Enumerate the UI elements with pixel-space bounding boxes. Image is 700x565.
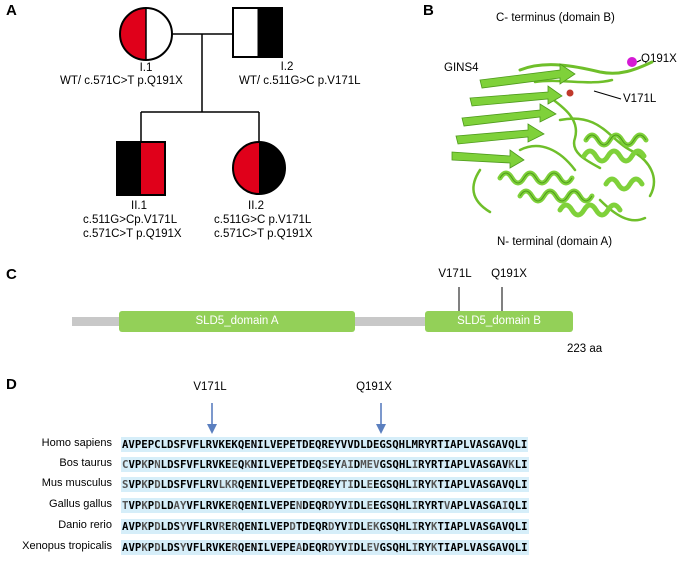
pedigree-i1-symbol (119, 7, 173, 61)
panel-letter-d: D (6, 376, 17, 393)
q191x-residue (627, 57, 637, 67)
species-name: Danio rerio (58, 519, 112, 531)
ii1-genotype-2: c.571C>T p.Q191X (83, 228, 182, 240)
v171l-residue (566, 89, 574, 97)
sequence: TVPKPDLDAYVFLRVKERQENILVEPENDEQRDYVIDLEE… (121, 498, 529, 513)
alignment-row: Danio rerio AVPKPDLDSYVFLRVRERQENILVEPDT… (0, 519, 700, 534)
domain-v171l-label: V171L (438, 268, 472, 280)
species-name: Mus musculus (41, 477, 112, 489)
ii2-genotype-2: c.571C>T p.Q191X (214, 228, 313, 240)
alignment-row: Gallus gallus TVPKPDLDAYVFLRVKERQENILVEP… (0, 498, 700, 513)
domain-a-box (119, 311, 355, 332)
alignment-row: Homo sapiens AVPEPCLDSFVFLRVKEKQENILVEPE… (0, 437, 700, 452)
structure-protein-name: GINS4 (444, 62, 479, 74)
structure-top-label: C- terminus (domain B) (496, 12, 615, 24)
sequence: SVPKPDLDSFVFLRVLKRQENILVEPETDEQREYTIDLEE… (121, 477, 529, 492)
pedigree-ii1-symbol (116, 141, 166, 196)
domain-q191x-label: Q191X (491, 268, 527, 280)
species-name: Xenopus tropicalis (22, 540, 112, 552)
align-q191x-label: Q191X (356, 381, 392, 393)
domain-b-box (425, 311, 573, 332)
protein-length-label: 223 aa (567, 343, 603, 355)
i2-id: I.2 (280, 61, 294, 73)
i1-genotype: WT/ c.571C>T p.Q191X (60, 75, 183, 87)
structure-mut-v171l: V171L (623, 93, 657, 105)
i2-genotype: WT/ c.511G>C p.V171L (239, 75, 361, 87)
panel-letter-b: B (423, 2, 434, 19)
domain-map (72, 287, 573, 332)
ii2-genotype-1: c.511G>C p.V171L (214, 214, 312, 226)
sequence: AVPKPDLDSYVFLRVKERQENILVEPEADEQRDYVIDLEV… (121, 540, 529, 555)
sequence: CVPKPNLDSFVFLRVKEEQKNILVEPETDEQSEYAIDMEV… (121, 457, 529, 472)
alignment-arrows (207, 403, 386, 434)
alignment-row: Bos taurus CVPKPNLDSFVFLRVKEEQKNILVEPETD… (0, 457, 700, 472)
domain-a-label: SLD5_domain A (195, 315, 279, 327)
species-name: Bos taurus (59, 457, 112, 469)
structure-bottom-label: N- terminal (domain A) (497, 236, 613, 248)
alignment-row: Mus musculus SVPKPDLDSFVFLRVLKRQENILVEPE… (0, 477, 700, 492)
species-name: Gallus gallus (49, 498, 112, 510)
panel-letter-c: C (6, 266, 17, 283)
align-v171l-label: V171L (193, 381, 227, 393)
species-name: Homo sapiens (41, 437, 112, 449)
sequence: AVPKPDLDSYVFLRVRERQENILVEPDTDEQRDYVIDLEK… (121, 519, 529, 534)
protein-structure-ribbon (451, 57, 656, 222)
ii1-genotype-1: c.511G>Cp.V171L (83, 214, 178, 226)
panel-letter-a: A (6, 2, 17, 19)
domain-b-label: SLD5_domain B (457, 315, 541, 327)
i1-id: I.1 (139, 62, 153, 74)
pedigree-diagram (116, 7, 286, 196)
ii2-id: II.2 (248, 200, 264, 212)
ii1-id: II.1 (131, 200, 147, 212)
sequence: AVPEPCLDSFVFLRVKEKQENILVEPETDEQREYVVDLDE… (121, 437, 529, 452)
pedigree-ii2-symbol (232, 141, 286, 195)
pedigree-i2-symbol (232, 7, 283, 58)
alignment-row: Xenopus tropicalis AVPKPDLDSYVFLRVKERQEN… (0, 540, 700, 555)
